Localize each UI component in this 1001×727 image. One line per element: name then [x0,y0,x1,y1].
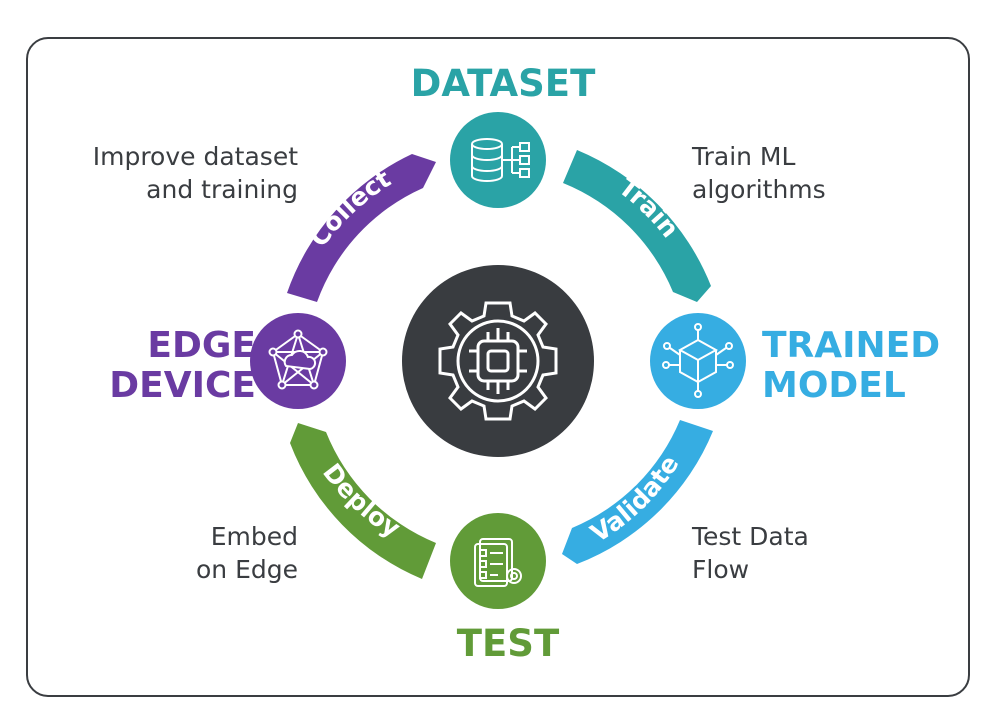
database-network-icon [471,138,530,182]
stage-title-edge-device: EDGE DEVICE [60,326,256,406]
dataset-node [450,112,546,208]
chip-gear-icon [438,301,558,421]
stage-title-dataset: DATASET [410,62,596,105]
collect-arrow [287,154,436,302]
stage-title-test: TEST [456,622,560,665]
stage-title-trained-model-line2: MODEL [762,365,906,406]
stage-title-trained-model: TRAINED MODEL [762,326,940,406]
description-validate: Test Data Flow [692,520,809,586]
checklist-gear-icon [474,538,522,587]
description-validate-line2: Flow [692,555,750,584]
center-node [402,265,594,457]
cube-network-icon [662,323,734,398]
train-arrow [563,150,711,302]
cloud-network-icon [268,329,328,390]
stage-title-trained-model-line1: TRAINED [762,325,941,366]
description-collect: Improve dataset and training [40,140,298,206]
edge-device-node [250,313,346,409]
description-deploy: Embed on Edge [98,520,298,586]
description-deploy-line1: Embed [210,522,298,551]
diagram-frame [26,37,970,697]
description-collect-line2: and training [146,175,298,204]
description-train-line2: algorithms [692,175,826,204]
description-deploy-line2: on Edge [195,555,298,584]
description-validate-line1: Test Data [692,522,809,551]
stage-title-edge-device-line2: DEVICE [109,365,256,406]
test-node [450,513,546,609]
trained-model-node [650,313,746,409]
validate-arrow [562,420,713,564]
description-train-line1: Train ML [692,142,796,171]
stage-title-edge-device-line1: EDGE [147,325,256,366]
description-collect-line1: Improve dataset [92,142,298,171]
description-train: Train ML algorithms [692,140,826,206]
deploy-arrow [290,423,436,579]
